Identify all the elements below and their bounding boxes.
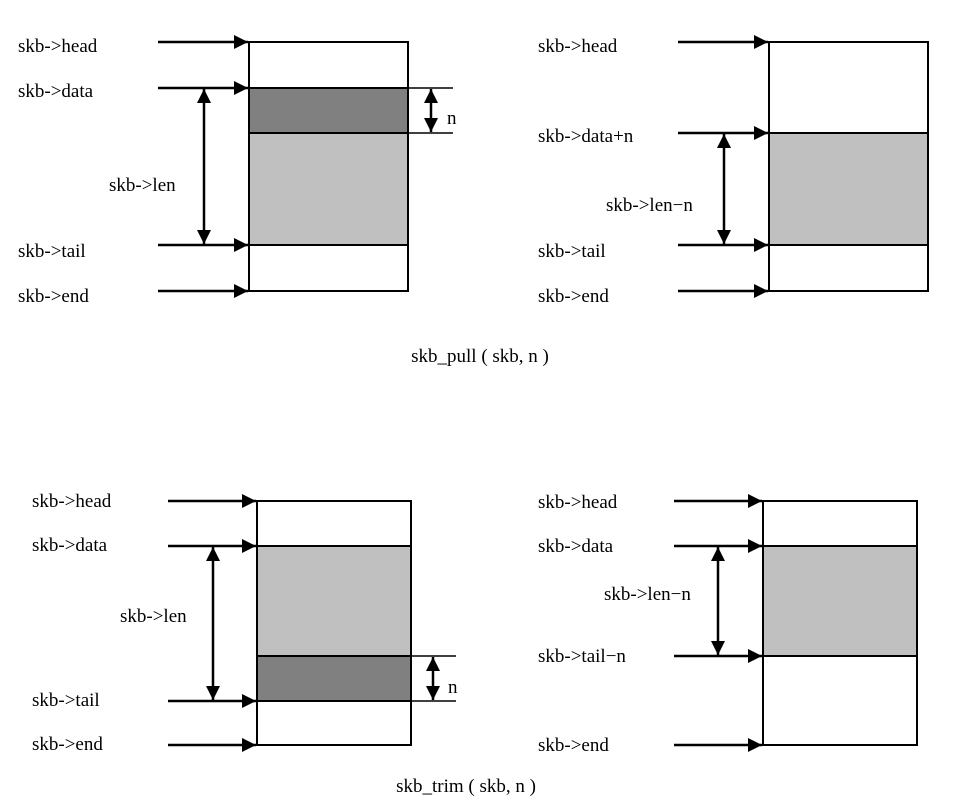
tailroom-region bbox=[768, 244, 929, 292]
data-region bbox=[762, 545, 918, 657]
data-label: skb->data bbox=[18, 81, 94, 102]
n-label: n bbox=[448, 677, 458, 698]
len-label: skb->len bbox=[120, 606, 187, 627]
headroom-region bbox=[256, 500, 412, 547]
data-label: skb->data bbox=[538, 536, 614, 557]
trimmed-region bbox=[256, 655, 412, 702]
len-label: skb->len−n bbox=[606, 195, 693, 216]
pulled-region bbox=[248, 87, 409, 134]
data-region bbox=[248, 132, 409, 246]
data-region bbox=[256, 545, 412, 657]
n-label: n bbox=[447, 108, 457, 129]
trim-caption: skb_trim ( skb, n ) bbox=[396, 776, 536, 797]
tailroom-region bbox=[762, 655, 918, 746]
pull-after-panel: skb->head skb->data+n skb->len−n skb->ta… bbox=[538, 35, 929, 307]
tail-label: skb->tail bbox=[538, 241, 606, 262]
headroom-region bbox=[768, 41, 929, 134]
head-label: skb->head bbox=[32, 491, 112, 512]
len-label: skb->len−n bbox=[604, 584, 691, 605]
data-region bbox=[768, 132, 929, 246]
head-label: skb->head bbox=[538, 492, 618, 513]
tailroom-region bbox=[248, 244, 409, 292]
end-label: skb->end bbox=[18, 286, 89, 307]
pull-before-panel: skb->head skb->data skb->len skb->tail s… bbox=[18, 35, 457, 307]
end-label: skb->end bbox=[32, 734, 103, 755]
len-label: skb->len bbox=[109, 175, 176, 196]
tail-label: skb->tail bbox=[18, 241, 86, 262]
trim-after-panel: skb->head skb->data skb->len−n skb->tail… bbox=[538, 492, 918, 756]
tail-label: skb->tail−n bbox=[538, 646, 626, 667]
headroom-region bbox=[762, 500, 918, 547]
pull-caption: skb_pull ( skb, n ) bbox=[411, 346, 549, 367]
headroom-region bbox=[248, 41, 409, 89]
end-label: skb->end bbox=[538, 735, 609, 756]
head-label: skb->head bbox=[18, 36, 98, 57]
end-label: skb->end bbox=[538, 286, 609, 307]
tail-label: skb->tail bbox=[32, 690, 100, 711]
trim-before-panel: skb->head skb->data skb->len skb->tail s… bbox=[32, 491, 458, 755]
head-label: skb->head bbox=[538, 36, 618, 57]
data-label: skb->data+n bbox=[538, 126, 634, 147]
data-label: skb->data bbox=[32, 535, 108, 556]
tailroom-region bbox=[256, 700, 412, 746]
